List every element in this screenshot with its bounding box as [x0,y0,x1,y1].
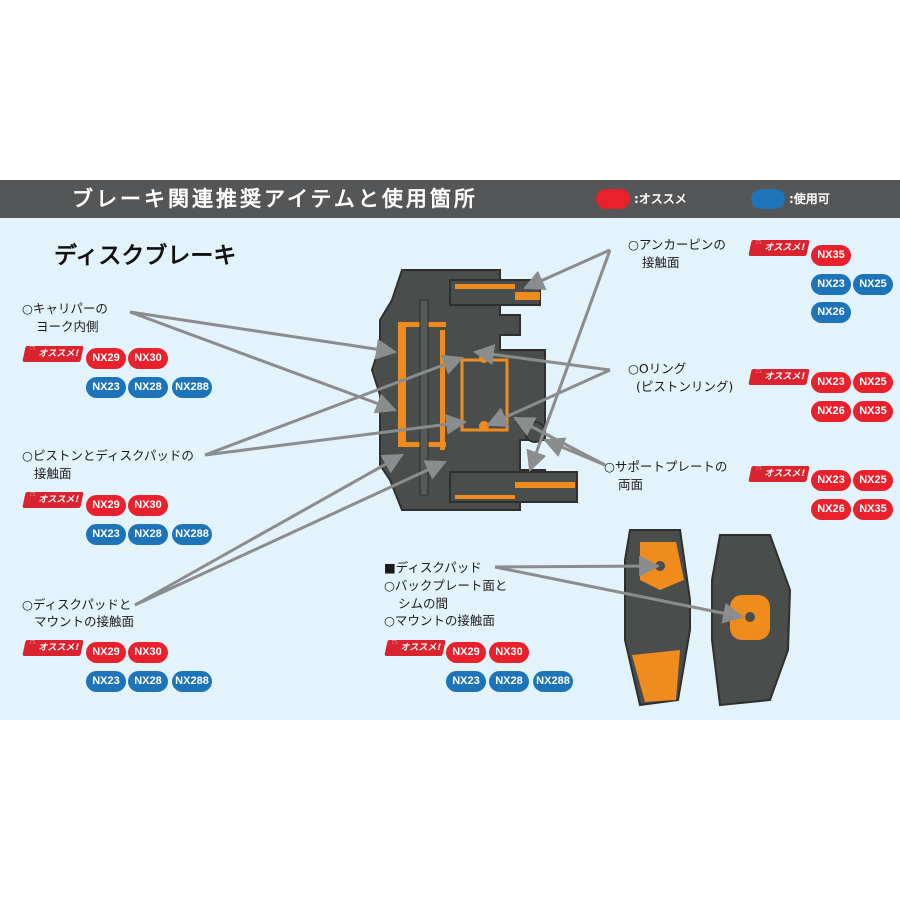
pad-mount-label-2: マウントの接触面 [34,614,135,629]
section-title: ディスクブレーキ [54,243,237,269]
product-badge: NX23 [86,377,126,398]
product-badge: NX26 [811,401,851,422]
product-badge: NX30 [489,642,529,663]
product-badge: NX29 [86,348,126,369]
o-ring-label-1: ○Oリング [628,361,687,376]
legend-usable-label: :使用可 [789,192,830,206]
product-badge: NX28 [128,377,168,398]
legend-usable-swatch [751,189,785,209]
header-bar [0,180,900,218]
pointing-hand-icon: ☝ [29,343,36,353]
product-badge: NX30 [128,495,168,516]
product-badge: NX23 [86,671,126,692]
disc-pad-label-2: ○バックプレート面と [384,578,508,593]
disc-pad-label-4: ○マウントの接触面 [384,613,495,628]
product-badge: NX288 [533,671,573,692]
page-title: ブレーキ関連推奨アイテムと使用箇所 [72,187,478,211]
disc-pad-label-3: シムの間 [398,596,449,611]
product-badge: NX28 [128,524,168,545]
legend-recommended-swatch [596,189,630,209]
product-badge: NX29 [86,495,126,516]
pad-mount-label-1: ○ディスクパッドと [22,597,132,612]
product-badge: NX23 [446,671,486,692]
caliper-yoke-label-2: ヨーク内側 [36,319,99,334]
product-badge: NX23 [811,372,851,393]
osusume-tag: ☝オススメ! [384,637,446,656]
piston-pad-label-1: ○ピストンとディスクパッドの [22,448,194,463]
osusume-tag: ☝オススメ! [22,489,84,508]
anchor-pin-label-2: 接触面 [642,255,680,270]
product-badge: NX30 [128,642,168,663]
pointing-hand-icon: ☝ [391,637,398,647]
product-badge: NX288 [172,377,212,398]
osusume-tag: ☝オススメ! [22,343,84,362]
product-badge: NX23 [86,524,126,545]
product-badge: NX35 [853,401,893,422]
product-badge: NX28 [128,671,168,692]
product-badge: NX25 [853,470,893,491]
osusume-tag: ☝オススメ! [22,637,84,656]
caliper-yoke-label-1: ○キャリパーの [22,301,108,316]
osusume-tag: ☝オススメ! [748,237,810,256]
osusume-tag: ☝オススメ! [748,463,810,482]
product-badge: NX23 [811,470,851,491]
osusume-tag: ☝オススメ! [748,366,810,385]
product-badge: NX28 [489,671,529,692]
product-badge: NX29 [446,642,486,663]
pointing-hand-icon: ☝ [29,637,36,647]
product-badge: NX288 [172,671,212,692]
o-ring-label-2: (ピストンリング) [636,379,734,394]
disc-pad-label-1: ■ディスクパッド [384,560,482,575]
product-badge: NX30 [128,348,168,369]
product-badge: NX23 [811,274,851,295]
product-badge: NX26 [811,499,851,520]
product-badge: NX25 [853,274,893,295]
product-badge: NX29 [86,642,126,663]
product-badge: NX26 [811,302,851,323]
anchor-pin-label-1: ○アンカーピンの [628,237,726,252]
support-plate-label-1: ○サポートプレートの [604,459,728,474]
support-plate-label-2: 両面 [618,477,644,492]
product-badge: NX35 [811,245,851,266]
pointing-hand-icon: ☝ [755,366,762,376]
product-badge: NX25 [853,372,893,393]
legend-recommended-label: :オススメ [634,192,687,206]
product-badge: NX288 [172,524,212,545]
pointing-hand-icon: ☝ [29,489,36,499]
product-badge: NX35 [853,499,893,520]
piston-pad-label-2: 接触面 [34,466,72,481]
pointing-hand-icon: ☝ [755,237,762,247]
pointing-hand-icon: ☝ [755,463,762,473]
